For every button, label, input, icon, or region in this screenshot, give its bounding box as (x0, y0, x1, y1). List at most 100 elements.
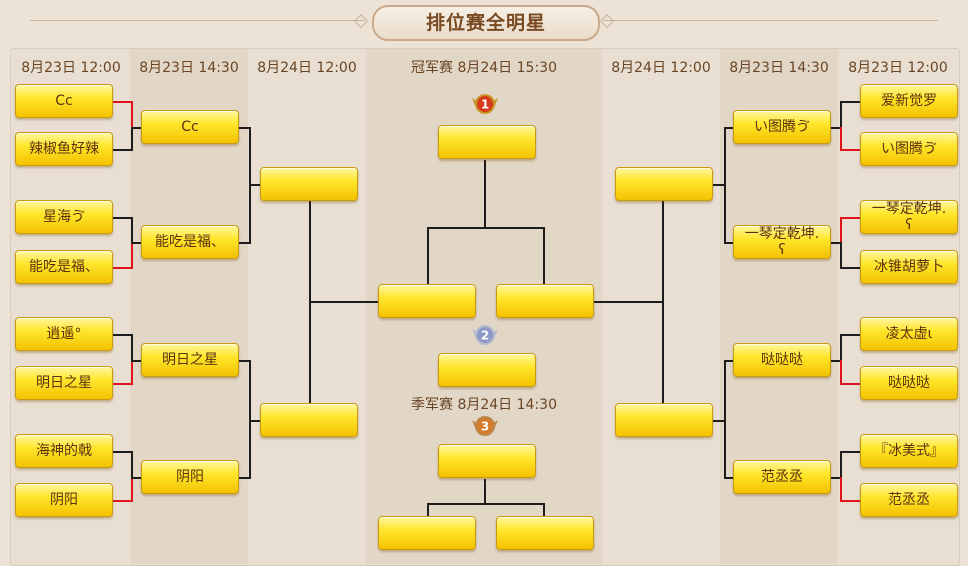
slot-third-left[interactable] (378, 516, 476, 550)
connector-r1-vert-bottom-2 (840, 360, 842, 385)
slot-left-r1-4[interactable]: 逍遥° (15, 317, 113, 351)
medal-number: 1 (481, 98, 489, 112)
connector-l1-top-3 (113, 451, 131, 453)
connector-r1-bottom-0 (840, 149, 860, 151)
connector-l1-out-3 (131, 477, 141, 479)
slot-third-winner[interactable] (438, 444, 536, 478)
page-title: 排位赛全明星 (372, 5, 600, 41)
slot-right-r1-7[interactable]: 范丞丞 (860, 483, 958, 517)
slot-left-r1-1[interactable]: 辣椒鱼好辣 (15, 132, 113, 166)
slot-right-r1-1[interactable]: い图腾ゔ (860, 132, 958, 166)
silver-medal-icon: 2 (470, 323, 500, 347)
slot-runner-up[interactable] (438, 353, 536, 387)
header-right-round2: 8月23日 14:30 (729, 60, 829, 76)
connector-l1-vert-top-0 (131, 101, 133, 129)
slot-left-r3-0[interactable] (260, 167, 358, 201)
slot-left-r1-6[interactable]: 海神的戟 (15, 434, 113, 468)
connector-l1-top-1 (113, 217, 131, 219)
slot-third-right[interactable] (496, 516, 594, 550)
connector-l1-vert-top-3 (131, 451, 133, 479)
connector-r1-bottom-3 (840, 500, 860, 502)
connector-r3-out (594, 301, 662, 303)
title-bar: 排位赛全明星 (0, 0, 968, 41)
connector-l2-out-1 (249, 420, 260, 422)
connector-r2-top-1 (724, 360, 733, 362)
slot-right-r2-1[interactable]: 一琴定乾坤. ʕ (733, 225, 831, 259)
slot-left-r2-0[interactable]: Cc (141, 110, 239, 144)
slot-left-r1-5[interactable]: 明日之星 (15, 366, 113, 400)
slot-right-r1-0[interactable]: 爱新觉罗 (860, 84, 958, 118)
slot-right-r1-2[interactable]: 一琴定乾坤. ʕ (860, 200, 958, 234)
slot-final-left[interactable] (378, 284, 476, 318)
connector-r1-vert-top-1 (840, 217, 842, 244)
slot-left-r1-3[interactable]: 能吃是福、 (15, 250, 113, 284)
connector-l2-top-1 (239, 360, 249, 362)
connector-r1-out-2 (831, 360, 840, 362)
slot-left-r2-3[interactable]: 阴阳 (141, 460, 239, 494)
slot-left-r1-7[interactable]: 阴阳 (15, 483, 113, 517)
connector-r1-bottom-2 (840, 383, 860, 385)
slot-left-r2-2[interactable]: 明日之星 (141, 343, 239, 377)
slot-right-r2-3[interactable]: 范丞丞 (733, 460, 831, 494)
slot-right-r2-2[interactable]: 哒哒哒 (733, 343, 831, 377)
gold-medal-icon: 1 (470, 92, 500, 116)
connector-r1-bottom-1 (840, 267, 860, 269)
title-rule-left (30, 20, 365, 21)
header-final: 冠军赛 8月24日 15:30 (411, 60, 557, 76)
slot-champion[interactable] (438, 125, 536, 159)
slot-left-r1-0[interactable]: Cc (15, 84, 113, 118)
connector-r3-vert (662, 201, 664, 405)
slot-left-r2-1[interactable]: 能吃是福、 (141, 225, 239, 259)
title-ornament-left (353, 13, 369, 29)
slot-right-r1-6[interactable]: 『冰美式』 (860, 434, 958, 468)
slot-right-r1-4[interactable]: 凌太虚ι (860, 317, 958, 351)
connector-r1-vert-bottom-1 (840, 242, 842, 269)
medal-number: 3 (481, 420, 489, 434)
connector-third-h (427, 503, 545, 505)
header-right-round3: 8月24日 12:00 (611, 60, 711, 76)
slot-final-right[interactable] (496, 284, 594, 318)
connector-l1-bottom-0 (113, 149, 131, 151)
slot-right-r2-0[interactable]: い图腾ゔ (733, 110, 831, 144)
connector-final-h (427, 227, 545, 229)
slot-right-r1-5[interactable]: 哒哒哒 (860, 366, 958, 400)
connector-r1-vert-top-3 (840, 451, 842, 479)
header-left-round3: 8月24日 12:00 (257, 60, 357, 76)
header-third-place: 季军赛 8月24日 14:30 (411, 397, 557, 413)
slot-right-r1-3[interactable]: 冰锥胡萝卜 (860, 250, 958, 284)
connector-final-up (484, 160, 486, 228)
title-ornament-right (599, 13, 615, 29)
slot-right-r3-0[interactable] (615, 167, 713, 201)
connector-r1-out-1 (831, 242, 840, 244)
connector-l1-out-2 (131, 360, 141, 362)
connector-l1-out-0 (131, 127, 141, 129)
connector-r2-vert-0 (724, 127, 726, 244)
connector-l1-vert-bottom-1 (131, 242, 133, 269)
title-rule-right (603, 20, 938, 21)
connector-r2-out-0 (713, 184, 724, 186)
connector-r2-top-0 (724, 127, 733, 129)
connector-final-left (427, 227, 429, 284)
connector-l1-out-1 (131, 242, 141, 244)
connector-l1-vert-top-1 (131, 217, 133, 244)
connector-l1-vert-bottom-2 (131, 360, 133, 385)
connector-l2-out-0 (249, 184, 260, 186)
slot-left-r1-2[interactable]: 星海ゔ (15, 200, 113, 234)
header-right-round1: 8月23日 12:00 (848, 60, 948, 76)
connector-l1-vert-top-2 (131, 334, 133, 362)
connector-third-right (543, 503, 545, 517)
connector-r1-top-1 (840, 217, 860, 219)
header-left-round1: 8月23日 12:00 (21, 60, 121, 76)
connector-r1-top-3 (840, 451, 860, 453)
connector-r1-vert-top-2 (840, 334, 842, 362)
connector-final-right (543, 227, 545, 284)
header-left-round2: 8月23日 14:30 (139, 60, 239, 76)
connector-l1-bottom-3 (113, 500, 131, 502)
connector-r1-out-0 (831, 127, 840, 129)
connector-r1-vert-bottom-3 (840, 477, 842, 502)
slot-left-r3-1[interactable] (260, 403, 358, 437)
connector-l1-top-2 (113, 334, 131, 336)
slot-right-r3-1[interactable] (615, 403, 713, 437)
connector-l1-bottom-1 (113, 267, 131, 269)
medal-number: 2 (481, 329, 489, 343)
